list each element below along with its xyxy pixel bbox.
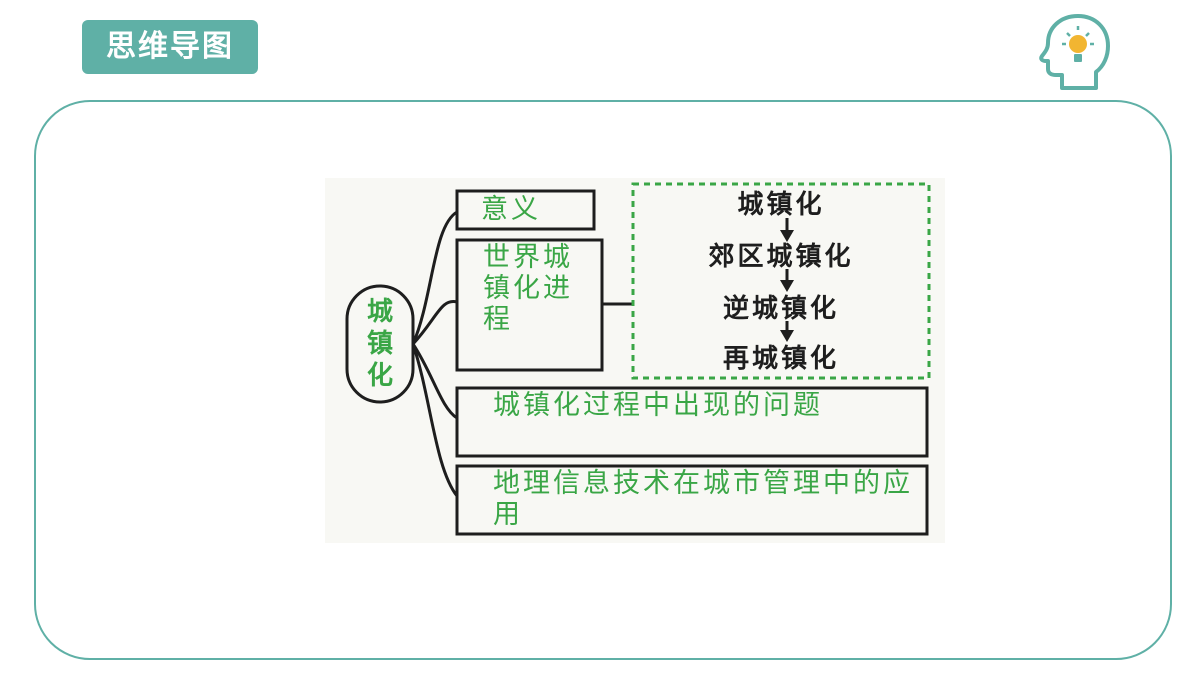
process-arrows — [780, 218, 794, 342]
branch-label-4: 地理信息技术在城市管理中的应用 — [493, 468, 913, 530]
branch-box-3 — [455, 386, 929, 458]
process-step-2: 郊区城镇化 — [708, 242, 854, 272]
head-lightbulb-icon — [1039, 14, 1110, 90]
process-step-1: 城镇化 — [737, 190, 825, 220]
process-step-4: 再城镇化 — [722, 344, 839, 374]
connector-branch-3 — [411, 343, 458, 420]
branch-label-3: 城镇化过程中出现的问题 — [493, 390, 823, 421]
branch-label-1: 意义 — [481, 194, 541, 225]
branch-box-1 — [455, 189, 596, 231]
branch-label-2: 世界城镇化进程 — [483, 242, 573, 335]
process-box — [631, 182, 931, 380]
page-title: 思维导图 — [82, 20, 258, 74]
connector-branch-2 — [411, 300, 458, 346]
mind-map-diagram: 城镇化 意义 世界城镇化进程 城镇化过程中出现的问题 地理信息技术在城市管理中的… — [325, 178, 945, 543]
connector-branch-1 — [411, 210, 458, 345]
branch-box-4 — [455, 464, 929, 536]
connector-branch-4 — [411, 343, 459, 497]
root-node: 城镇化 — [367, 297, 394, 391]
mind-map-lines — [345, 182, 931, 536]
process-step-3: 逆城镇化 — [722, 294, 839, 324]
